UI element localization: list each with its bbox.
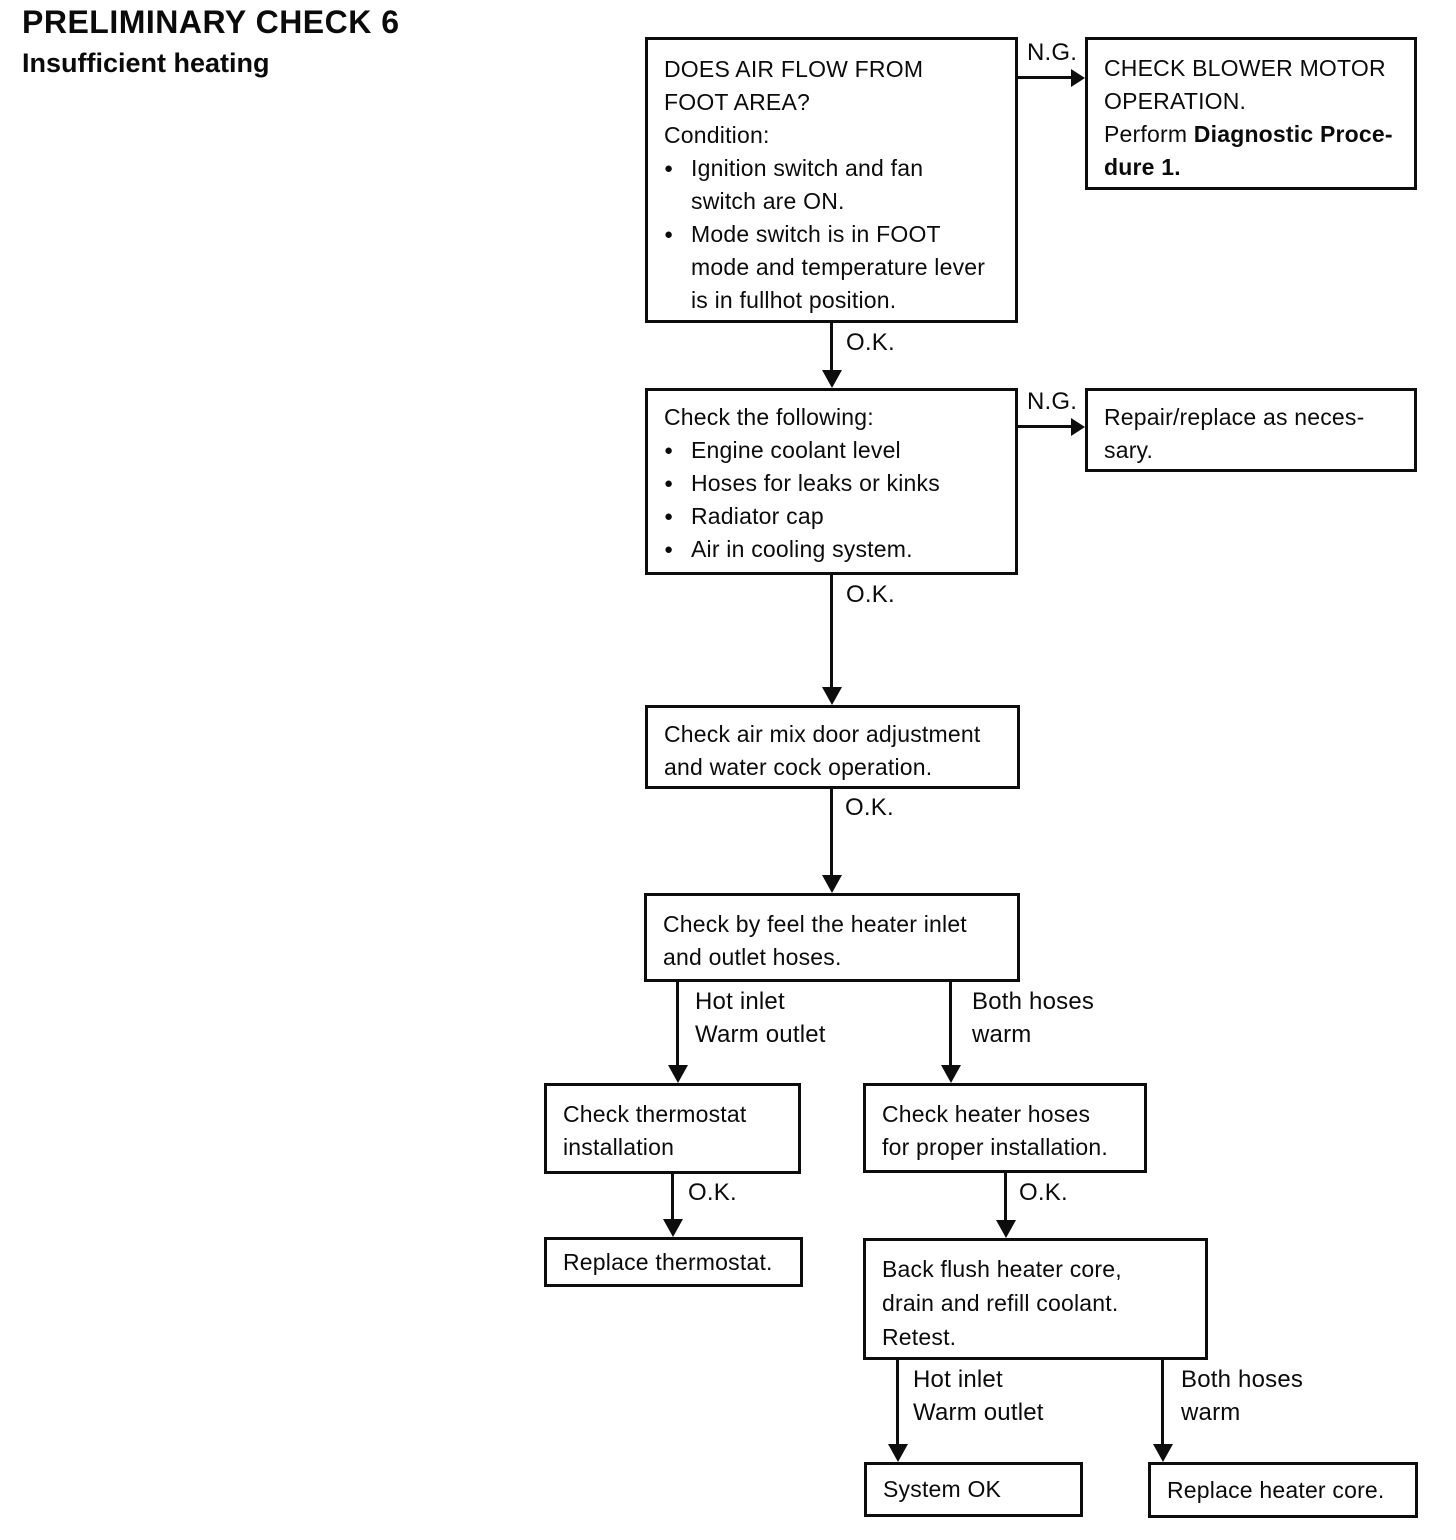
text-line: sary. xyxy=(1104,437,1154,463)
text-line: Check by feel the heater inlet xyxy=(663,911,967,937)
text-line: ● Ignition switch and fan xyxy=(664,152,1009,185)
text-segment: Perform xyxy=(1104,121,1188,147)
text-line: Perform Diagnostic Proce- xyxy=(1104,118,1408,151)
branch-label-warm-outlet: Warm outlet xyxy=(913,1399,1044,1426)
bullet-item-text: Mode switch is in FOOT xyxy=(691,221,941,247)
connector-line xyxy=(1018,425,1073,428)
flowchart-node-heater-hoses: Check heater hoses for proper installati… xyxy=(863,1083,1147,1173)
connector-line xyxy=(1018,76,1073,79)
edge-label-ng: N.G. xyxy=(1027,39,1078,66)
edge-label-ng: N.G. xyxy=(1027,388,1078,415)
bullet-icon: ● xyxy=(664,541,674,558)
flowchart-node-back-flush: Back flush heater core, drain and refill… xyxy=(863,1238,1208,1360)
connector-line xyxy=(676,982,679,1067)
edge-label-ok: O.K. xyxy=(688,1179,737,1206)
arrow-down-icon xyxy=(822,875,842,893)
connector-line xyxy=(830,789,833,877)
bullet-item-text: Engine coolant level xyxy=(691,437,901,463)
text-line: mode and temperature lever xyxy=(691,254,986,280)
flowchart-node-thermostat-install: Check thermostat installation xyxy=(544,1083,801,1174)
edge-label-ok: O.K. xyxy=(1019,1179,1068,1206)
text-line: for proper installation. xyxy=(882,1134,1108,1160)
flowchart-node-repair-replace: Repair/replace as neces- sary. xyxy=(1085,388,1417,472)
bullet-icon: ● xyxy=(664,160,674,177)
flowchart-node-check-following: Check the following: ● Engine coolant lev… xyxy=(645,388,1018,575)
arrow-down-icon xyxy=(822,687,842,705)
connector-line xyxy=(896,1360,899,1446)
text-line: Retest. xyxy=(882,1324,957,1350)
text-line: Repair/replace as neces- xyxy=(1104,404,1365,430)
branch-label-warm: warm xyxy=(1181,1399,1241,1426)
text-line: is in fullhot position. xyxy=(691,287,897,313)
text-line: ● Air in cooling system. xyxy=(664,533,1009,566)
text-line: Back flush heater core, xyxy=(882,1256,1122,1282)
bullet-item-text: Ignition switch and fan xyxy=(691,155,924,181)
text-line: ● Mode switch is in FOOT xyxy=(664,218,1009,251)
branch-label-warm: warm xyxy=(972,1021,1032,1048)
flowchart-node-replace-thermostat: Replace thermostat. xyxy=(544,1237,803,1287)
text-line: CHECK BLOWER MOTOR xyxy=(1104,55,1386,81)
text-line: Check air mix door adjustment xyxy=(664,721,981,747)
arrow-down-icon xyxy=(663,1219,683,1237)
arrow-down-icon xyxy=(941,1065,961,1083)
text-line: and outlet hoses. xyxy=(663,944,842,970)
bullet-icon: ● xyxy=(664,508,674,525)
text-line: DOES AIR FLOW FROM xyxy=(664,56,924,82)
text-line: installation xyxy=(563,1134,675,1160)
flowchart-node-feel-hoses: Check by feel the heater inlet and outle… xyxy=(644,893,1020,982)
connector-line xyxy=(830,323,833,372)
page-subtitle: Insufficient heating xyxy=(22,48,270,78)
bullet-icon: ● xyxy=(664,442,674,459)
flowchart-node-air-mix: Check air mix door adjustment and water … xyxy=(645,705,1020,789)
flowchart-node-blower-check: CHECK BLOWER MOTOR OPERATION. Perform Di… xyxy=(1085,37,1417,190)
text-segment-bold: Diagnostic Proce- xyxy=(1193,121,1393,147)
flowchart-node-airflow-question: DOES AIR FLOW FROM FOOT AREA? Condition:… xyxy=(645,37,1018,323)
arrow-down-icon xyxy=(668,1065,688,1083)
arrow-down-icon xyxy=(1153,1444,1173,1462)
page-title: PRELIMINARY CHECK 6 xyxy=(22,4,400,40)
connector-line xyxy=(949,982,952,1067)
branch-label-hot-inlet: Hot inlet xyxy=(695,988,785,1015)
arrow-right-icon xyxy=(1071,69,1085,87)
branch-label-warm-outlet: Warm outlet xyxy=(695,1021,826,1048)
connector-line xyxy=(1004,1173,1007,1222)
branch-label-both-hoses: Both hoses xyxy=(1181,1366,1304,1393)
arrow-down-icon xyxy=(996,1220,1016,1238)
text-line: Check thermostat xyxy=(563,1101,747,1127)
text-line: dure 1. xyxy=(1104,154,1181,180)
bullet-item-text: Air in cooling system. xyxy=(691,536,913,562)
text-line: and water cock operation. xyxy=(664,754,933,780)
arrow-down-icon xyxy=(888,1444,908,1462)
edge-label-ok: O.K. xyxy=(846,329,895,356)
flowchart-node-replace-heater-core: Replace heater core. xyxy=(1148,1462,1418,1518)
text-line: System OK xyxy=(883,1476,1002,1502)
arrow-down-icon xyxy=(822,370,842,388)
text-line: Condition: xyxy=(664,122,770,148)
text-line: OPERATION. xyxy=(1104,88,1247,114)
bullet-item-text: Radiator cap xyxy=(691,503,824,529)
branch-label-hot-inlet: Hot inlet xyxy=(913,1366,1003,1393)
branch-label-both-hoses: Both hoses xyxy=(972,988,1095,1015)
arrow-right-icon xyxy=(1071,418,1085,436)
bullet-item-text: Hoses for leaks or kinks xyxy=(691,470,940,496)
connector-line xyxy=(830,575,833,689)
connector-line xyxy=(671,1174,674,1221)
text-line: switch are ON. xyxy=(691,188,845,214)
edge-label-ok: O.K. xyxy=(845,794,894,821)
text-line: Check heater hoses xyxy=(882,1101,1091,1127)
edge-label-ok: O.K. xyxy=(846,581,895,608)
bullet-icon: ● xyxy=(664,475,674,492)
connector-line xyxy=(1161,1360,1164,1446)
text-line: Replace thermostat. xyxy=(563,1249,773,1275)
text-line: Check the following: xyxy=(664,404,874,430)
text-line: ● Hoses for leaks or kinks xyxy=(664,467,1009,500)
text-line: Replace heater core. xyxy=(1167,1477,1385,1503)
text-line: drain and refill coolant. xyxy=(882,1290,1119,1316)
flowchart-node-system-ok: System OK xyxy=(864,1462,1083,1517)
text-line: FOOT AREA? xyxy=(664,89,811,115)
text-line: ● Radiator cap xyxy=(664,500,1009,533)
bullet-icon: ● xyxy=(664,226,674,243)
text-line: ● Engine coolant level xyxy=(664,434,1009,467)
